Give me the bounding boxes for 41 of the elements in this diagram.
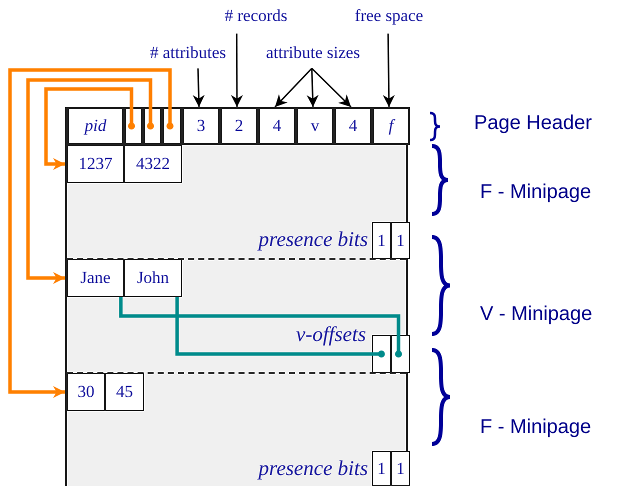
field-cell: 1 [391, 222, 410, 259]
field-cell: pid [67, 107, 124, 145]
annotation-label: # records [214, 5, 298, 27]
arrow [230, 34, 243, 107]
field-cell: John [124, 259, 182, 297]
field-cell: 4 [334, 107, 372, 145]
field-cell: 1 [372, 222, 391, 259]
field-cell: 45 [105, 373, 144, 411]
arrow [8, 68, 174, 398]
arrow [44, 87, 135, 170]
region-label: presence bits [256, 227, 368, 252]
region-label: v-offsets [295, 322, 366, 347]
field-cell: 3 [182, 107, 220, 145]
field-cell: Jane [67, 259, 124, 297]
field-cell: 2 [220, 107, 258, 145]
annotation-label: # attributes [138, 42, 238, 64]
arrow [382, 34, 395, 107]
section-label: Page Header [474, 112, 592, 135]
field-cell: v [296, 107, 334, 145]
arrow [311, 68, 352, 108]
annotation-label: attribute sizes [253, 42, 373, 64]
arrow [306, 68, 319, 108]
pointer-cell [372, 335, 391, 373]
section-label: F - Minipage [480, 416, 592, 439]
annotation-label: free space [344, 5, 434, 27]
field-cell: f [372, 107, 410, 145]
field-cell: 1237 [67, 145, 124, 183]
field-cell: 4 [258, 107, 296, 145]
offset-connector [175, 297, 385, 358]
arrow [26, 78, 154, 284]
section-label: V - Minipage [480, 303, 592, 326]
field-cell: 1 [391, 451, 410, 486]
arrow [274, 68, 312, 108]
page-box [65, 107, 408, 486]
field-cell: 1 [372, 451, 391, 486]
arrow [192, 68, 205, 108]
section-label: F - Minipage [480, 181, 592, 204]
offset-connector [119, 297, 402, 358]
field-cell: 4322 [124, 145, 182, 183]
region-label: presence bits [256, 456, 368, 481]
field-cell: 30 [67, 373, 105, 411]
